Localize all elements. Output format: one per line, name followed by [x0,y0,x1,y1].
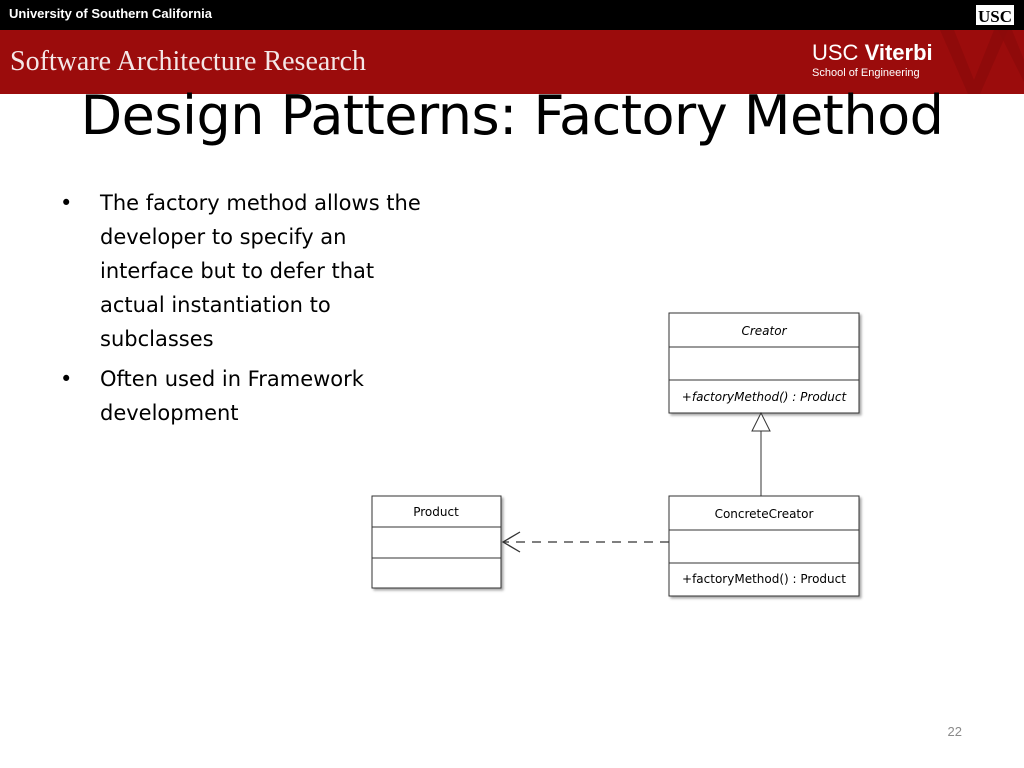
inheritance-arrow [751,411,771,496]
usc-logo: USC [976,5,1014,26]
bullet-glyph: • [60,191,73,215]
dependency-arrow [501,531,669,553]
top-banner: University of Southern California USC [0,0,1024,30]
bullet-list: • The factory method allows the developer… [56,186,426,436]
header-band: Software Architecture Research USC Viter… [0,30,1024,94]
concrete-creator-class: ConcreteCreator +factoryMethod() : Produ… [668,495,860,597]
bullet-text: Often used in Framework development [100,367,364,425]
creator-class: Creator +factoryMethod() : Product [668,312,860,414]
product-name: Product [413,505,459,519]
concrete-creator-method: +factoryMethod() : Product [682,572,846,586]
viterbi-logo: USC Viterbi [812,42,933,64]
viterbi-school: School of Engineering [812,67,920,79]
bullet-glyph: • [60,367,73,391]
viterbi-name: Viterbi [864,40,933,65]
group-name: Software Architecture Research [10,46,367,77]
bullet-item: • The factory method allows the developer… [56,186,426,356]
creator-method: +factoryMethod() : Product [682,390,848,404]
slide-title: Design Patterns: Factory Method [80,84,944,147]
product-class: Product [371,495,502,589]
viterbi-usc: USC [812,40,859,65]
page-number: 22 [947,724,962,739]
concrete-creator-name: ConcreteCreator [715,507,814,521]
university-name: University of Southern California [9,6,212,21]
creator-name: Creator [741,324,787,338]
bullet-item: • Often used in Framework development [56,362,426,430]
chevron-decoration-icon [940,30,1024,94]
bullet-text: The factory method allows the developer … [100,191,421,351]
